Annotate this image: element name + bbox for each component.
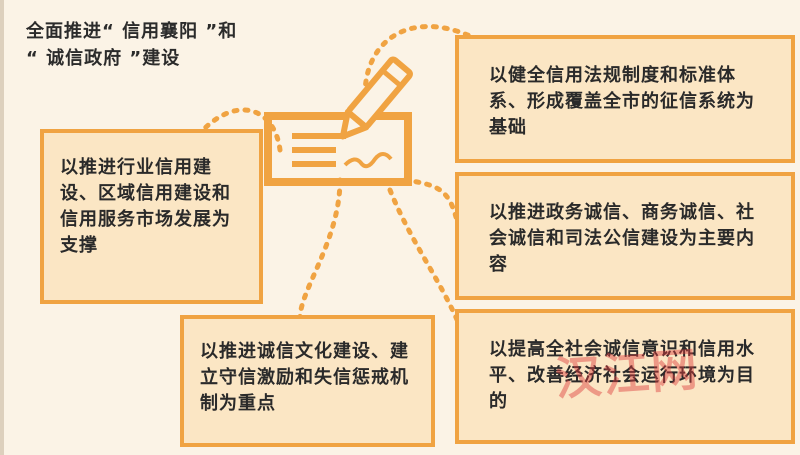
box-social-integrity-text: 以提高全社会诚信意识和信用水平、改善经济社会运行环境为目的 [489, 339, 755, 412]
box-credit-regulations: 以健全信用法规制度和标准体系、形成覆盖全市的征信系统为基础 [455, 35, 795, 163]
connector-bottom-left [297, 177, 343, 321]
box-credit-regulations-text: 以健全信用法规制度和标准体系、形成覆盖全市的征信系统为基础 [489, 65, 755, 138]
contract-pen-icon [264, 56, 413, 186]
left-rule [0, 0, 4, 455]
box-government-integrity-text: 以推进政务诚信、商务诚信、社会诚信和司法公信建设为主要内容 [489, 202, 755, 275]
box-government-integrity: 以推进政务诚信、商务诚信、社会诚信和司法公信建设为主要内容 [455, 172, 795, 300]
connector-left [202, 107, 283, 153]
box-social-integrity: 以提高全社会诚信意识和信用水平、改善经济社会运行环境为目的 [455, 309, 795, 444]
connector-right-middle [402, 177, 461, 228]
diagram-title: 全面推进“ 信用襄阳 ”和 “ 诚信政府 ”建设 [26, 21, 238, 69]
connector-right-bottom [387, 187, 461, 325]
box-industry-credit: 以推进行业信用建设、区域信用建设和信用服务市场发展为支撑 [40, 129, 263, 304]
box-industry-credit-text: 以推进行业信用建设、区域信用建设和信用服务市场发展为支撑 [60, 157, 231, 256]
box-integrity-culture: 以推进诚信文化建设、建立守信激励和失信惩戒机制为重点 [180, 315, 435, 447]
connector-top [362, 24, 473, 98]
watermark-logo: 汉江网 [553, 342, 701, 406]
box-integrity-culture-text: 以推进诚信文化建设、建立守信激励和失信惩戒机制为重点 [200, 341, 409, 414]
